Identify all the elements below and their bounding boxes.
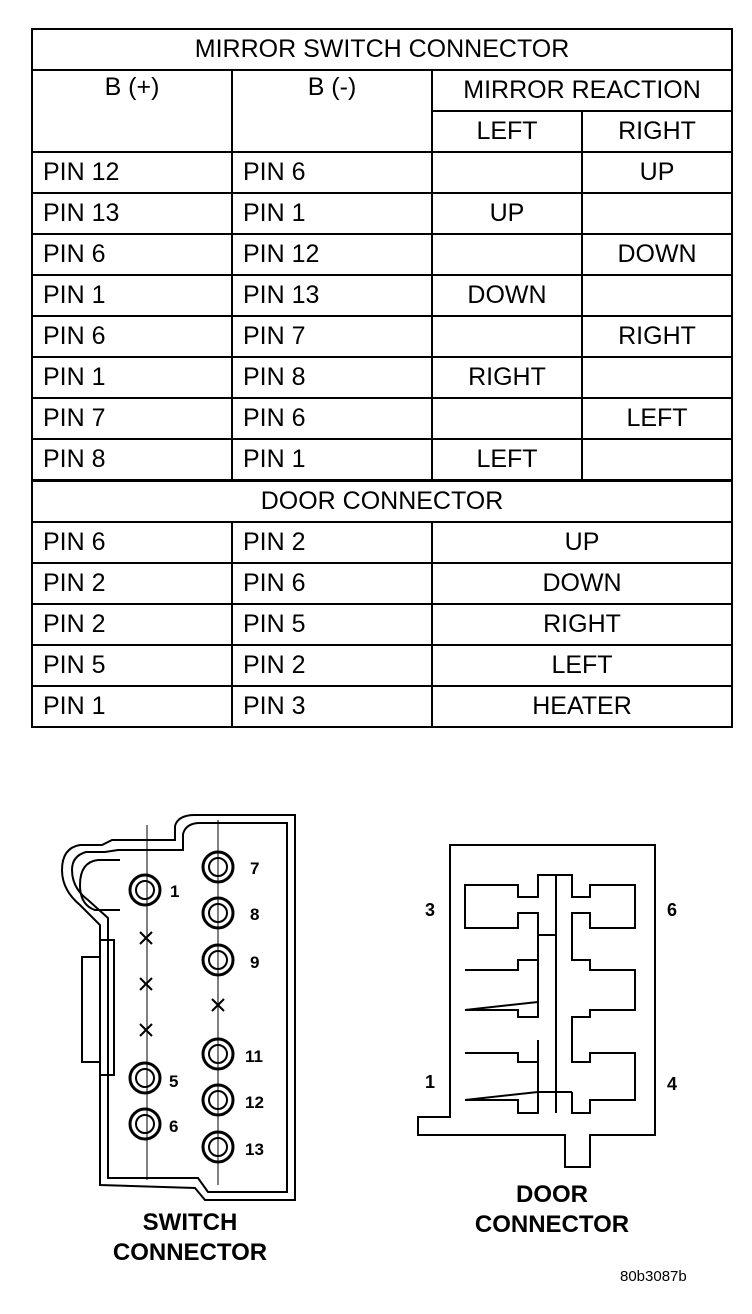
pin-label: 9 bbox=[250, 953, 259, 972]
table-row: PIN 12 PIN 6 UP bbox=[31, 151, 734, 194]
cell-b-plus: PIN 1 bbox=[31, 356, 233, 399]
cell-right bbox=[580, 192, 734, 235]
pin-label: 6 bbox=[169, 1117, 178, 1136]
cell-left bbox=[431, 151, 583, 194]
cell-b-plus: PIN 12 bbox=[31, 151, 233, 194]
cell-b-plus: PIN 2 bbox=[31, 603, 233, 646]
cell-reaction: HEATER bbox=[430, 685, 734, 728]
cell-right: UP bbox=[580, 151, 734, 194]
figure-id: 80b3087b bbox=[620, 1268, 687, 1285]
cell-reaction: UP bbox=[430, 521, 734, 564]
header-b-minus: B (-) bbox=[231, 69, 433, 153]
cell-right: LEFT bbox=[580, 397, 734, 440]
cell-left: LEFT bbox=[431, 438, 583, 482]
cell-b-minus: PIN 2 bbox=[231, 644, 433, 687]
table-row: PIN 8 PIN 1 LEFT bbox=[31, 438, 734, 482]
pin-label: 1 bbox=[425, 1072, 435, 1092]
table-row: PIN 1 PIN 8 RIGHT bbox=[31, 356, 734, 399]
pin-label: 8 bbox=[250, 905, 259, 924]
pin-label: 4 bbox=[667, 1074, 677, 1094]
header-mirror-reaction: MIRROR REACTION bbox=[430, 69, 734, 112]
pin-label: 11 bbox=[245, 1047, 263, 1066]
cell-right: DOWN bbox=[580, 233, 734, 276]
table-row: PIN 1 PIN 3 HEATER bbox=[31, 685, 734, 728]
cell-b-plus: PIN 6 bbox=[31, 233, 233, 276]
pin-label: 1 bbox=[170, 882, 179, 901]
cell-b-plus: PIN 6 bbox=[31, 521, 233, 564]
pin-label: 13 bbox=[245, 1140, 264, 1159]
door-connector-title: DOOR CONNECTOR bbox=[30, 479, 734, 523]
cell-left: UP bbox=[431, 192, 583, 235]
cell-b-minus: PIN 1 bbox=[231, 192, 433, 235]
cell-b-plus: PIN 5 bbox=[31, 644, 233, 687]
cell-b-minus: PIN 8 bbox=[231, 356, 433, 399]
table-row: PIN 2 PIN 6 DOWN bbox=[31, 562, 734, 605]
cell-reaction: RIGHT bbox=[430, 603, 734, 646]
cell-right bbox=[580, 274, 734, 317]
cell-b-plus: PIN 1 bbox=[31, 685, 233, 728]
cell-b-plus: PIN 2 bbox=[31, 562, 233, 605]
cell-right bbox=[580, 438, 734, 482]
table-row: PIN 6 PIN 2 UP bbox=[31, 521, 734, 564]
table-row: PIN 5 PIN 2 LEFT bbox=[31, 644, 734, 687]
cell-reaction: DOWN bbox=[430, 562, 734, 605]
table-row: PIN 13 PIN 1 UP bbox=[31, 192, 734, 235]
cell-b-minus: PIN 7 bbox=[231, 315, 433, 358]
table-row: PIN 1 PIN 13 DOWN bbox=[31, 274, 734, 317]
cell-b-minus: PIN 3 bbox=[231, 685, 433, 728]
cell-right: RIGHT bbox=[580, 315, 734, 358]
pin-label: 12 bbox=[245, 1093, 264, 1112]
door-connector-caption: DOOR CONNECTOR bbox=[474, 1181, 630, 1238]
cell-b-minus: PIN 6 bbox=[231, 151, 433, 194]
cell-b-minus: PIN 12 bbox=[231, 233, 433, 276]
cell-b-plus: PIN 13 bbox=[31, 192, 233, 235]
pin-label: 3 bbox=[425, 900, 435, 920]
switch-connector-caption: SWITCH CONNECTOR bbox=[112, 1209, 268, 1266]
table-row: PIN 7 PIN 6 LEFT bbox=[31, 397, 734, 440]
table-title: MIRROR SWITCH CONNECTOR bbox=[30, 28, 734, 71]
switch-connector-diagram: 1 5 6 7 8 9 11 12 13 bbox=[60, 814, 296, 1201]
table-row: PIN 6 PIN 12 DOWN bbox=[31, 233, 734, 276]
cell-b-plus: PIN 6 bbox=[31, 315, 233, 358]
door-connector-diagram: 3 6 1 4 bbox=[417, 844, 677, 1168]
table-row: PIN 2 PIN 5 RIGHT bbox=[31, 603, 734, 646]
pin-table: MIRROR SWITCH CONNECTOR B (+) B (-) MIRR… bbox=[30, 28, 734, 728]
cell-b-minus: PIN 5 bbox=[231, 603, 433, 646]
pin-label: 5 bbox=[169, 1072, 178, 1091]
cell-b-minus: PIN 2 bbox=[231, 521, 433, 564]
pin-label: 6 bbox=[667, 900, 677, 920]
header-right: RIGHT bbox=[580, 110, 734, 153]
cell-b-plus: PIN 7 bbox=[31, 397, 233, 440]
cell-left: RIGHT bbox=[431, 356, 583, 399]
cell-b-plus: PIN 1 bbox=[31, 274, 233, 317]
cell-left bbox=[431, 315, 583, 358]
cell-reaction: LEFT bbox=[430, 644, 734, 687]
cell-b-minus: PIN 13 bbox=[231, 274, 433, 317]
cell-b-minus: PIN 1 bbox=[231, 438, 433, 482]
cell-left: DOWN bbox=[431, 274, 583, 317]
pin-label: 7 bbox=[250, 859, 259, 878]
cell-b-minus: PIN 6 bbox=[231, 397, 433, 440]
table-row: PIN 6 PIN 7 RIGHT bbox=[31, 315, 734, 358]
cell-left bbox=[431, 397, 583, 440]
cell-left bbox=[431, 233, 583, 276]
cell-b-plus: PIN 8 bbox=[31, 438, 233, 482]
cell-right bbox=[580, 356, 734, 399]
header-b-plus: B (+) bbox=[31, 69, 233, 153]
header-left: LEFT bbox=[431, 110, 583, 153]
cell-b-minus: PIN 6 bbox=[231, 562, 433, 605]
